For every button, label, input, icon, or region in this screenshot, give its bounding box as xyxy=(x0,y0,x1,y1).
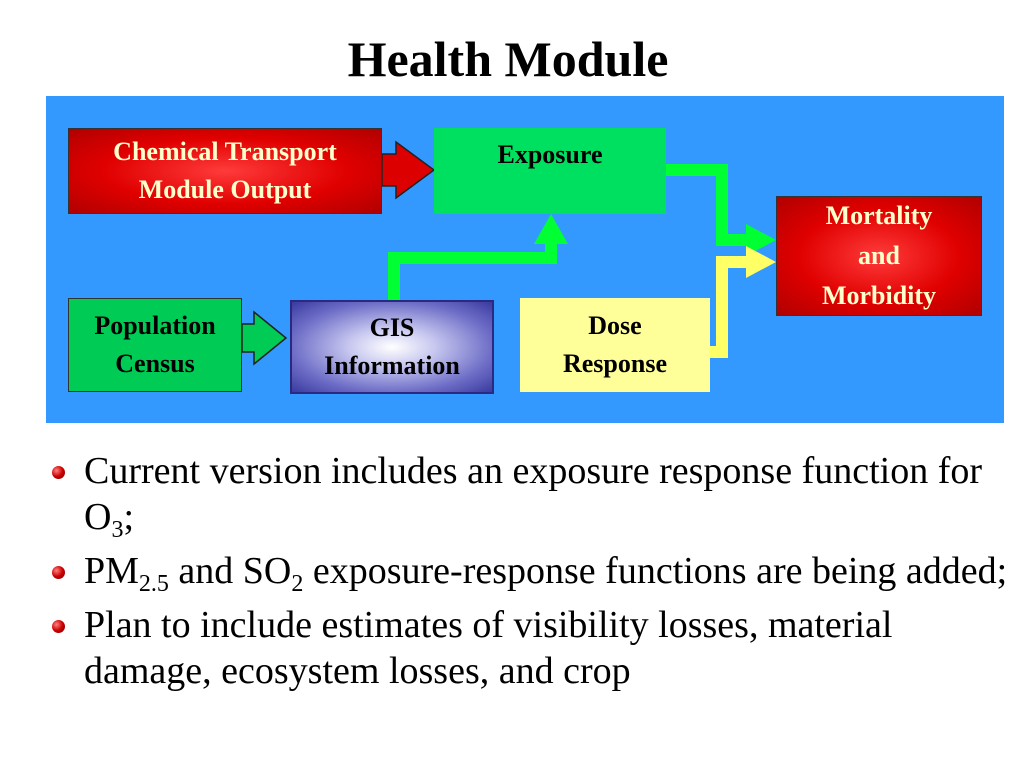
bullet-2-mid: and SO xyxy=(168,550,292,592)
chemical-transport-line2: Module Output xyxy=(138,175,312,204)
gis-line2: Information xyxy=(324,351,460,380)
mortality-box: Mortality and Morbidity xyxy=(776,196,982,316)
arrow-dose-to-mortality-line xyxy=(710,256,748,358)
arrow-exposure-to-mortality-head xyxy=(746,224,776,256)
bullet-1-subscript: 3 xyxy=(111,517,124,543)
exposure-box: Exposure xyxy=(434,128,666,214)
exposure-label: Exposure xyxy=(497,140,603,169)
bullet-dot-icon xyxy=(52,620,65,633)
population-census-box: Population Census xyxy=(68,298,242,392)
diagram-connectors xyxy=(241,140,776,366)
bullet-2-tail: exposure-response functions are being ad… xyxy=(303,550,1008,592)
bullet-1-text: Current version includes an exposure res… xyxy=(84,450,983,538)
bullet-2-subscript-1: 2.5 xyxy=(138,571,169,597)
page-title: Health Module xyxy=(347,31,669,87)
dose-line2: Response xyxy=(562,349,667,378)
bullet-2-pre: PM xyxy=(84,550,139,592)
bullet-dot-icon xyxy=(52,466,65,479)
bullet-item: Plan to include estimates of visibility … xyxy=(48,602,1008,694)
arrow-gis-to-exposure-head xyxy=(534,214,568,244)
bullet-item: Current version includes an exposure res… xyxy=(48,448,1008,543)
bullet-3-text: Plan to include estimates of visibility … xyxy=(84,604,893,692)
population-line1: Population xyxy=(94,311,216,340)
dose-response-box: Dose Response xyxy=(520,298,710,392)
bullet-2-subscript-2: 2 xyxy=(291,571,304,597)
arrow-chemical-to-exposure xyxy=(381,140,436,200)
dose-line1: Dose xyxy=(588,311,642,340)
arrow-gis-to-exposure-line xyxy=(388,240,557,300)
arrow-exposure-to-mortality-line xyxy=(666,164,748,246)
mortality-line2: and xyxy=(858,241,900,270)
bullet-list: Current version includes an exposure res… xyxy=(48,448,1008,702)
arrow-dose-to-mortality-head xyxy=(746,246,776,278)
bullet-1-tail: ; xyxy=(123,496,135,538)
gis-information-box: GIS Information xyxy=(290,300,494,394)
population-line2: Census xyxy=(115,349,195,378)
mortality-line3: Morbidity xyxy=(821,281,937,310)
chemical-transport-line1: Chemical Transport xyxy=(113,137,337,166)
gis-line1: GIS xyxy=(369,313,415,342)
chemical-transport-box: Chemical Transport Module Output xyxy=(68,128,382,214)
bullet-item: PM2.5 and SO2 exposure-response function… xyxy=(48,548,1008,597)
arrow-population-to-gis xyxy=(241,310,288,366)
bullet-dot-icon xyxy=(52,566,65,579)
diagram-panel: Chemical Transport Module Output Exposur… xyxy=(46,96,1004,423)
mortality-line1: Mortality xyxy=(825,201,933,230)
